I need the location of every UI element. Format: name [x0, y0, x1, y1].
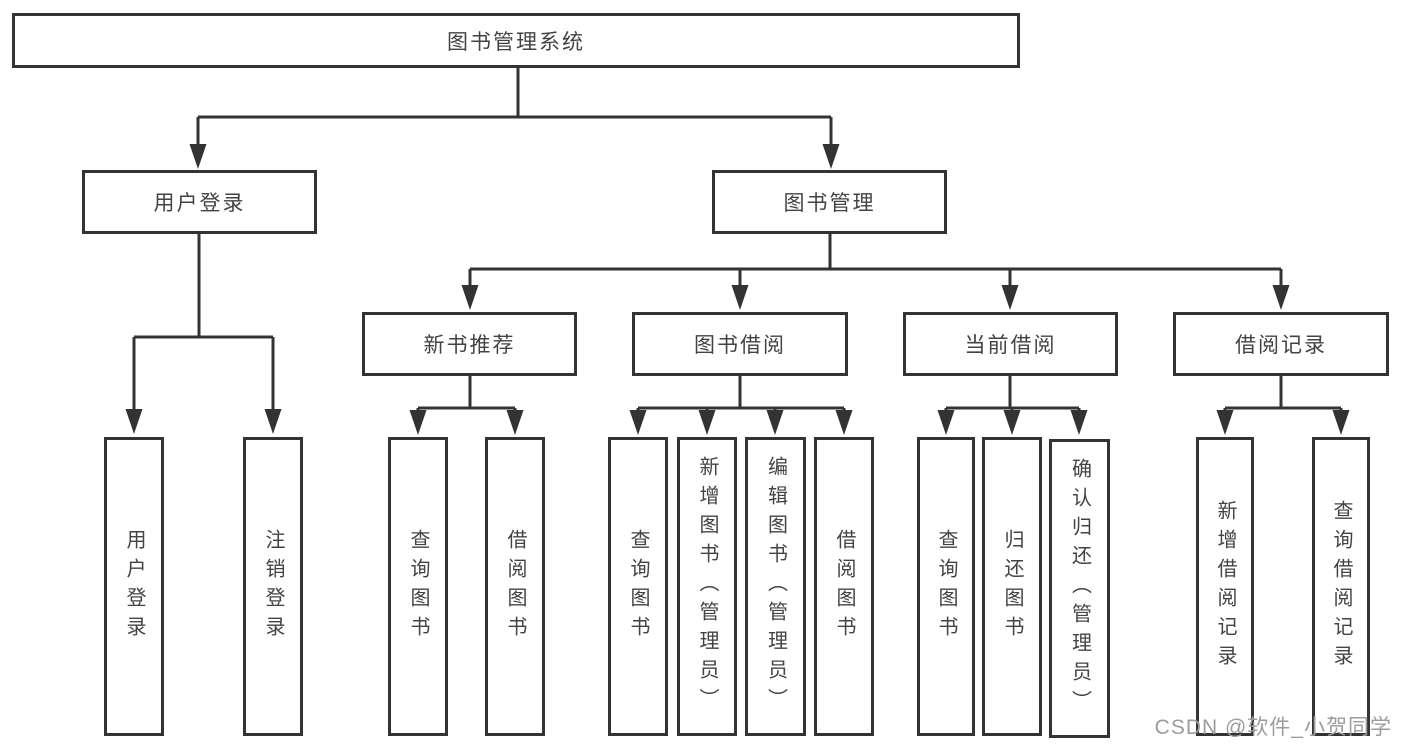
node-book-management: 图书管理 [712, 170, 947, 234]
node-system-root-label: 图书管理系统 [447, 30, 585, 54]
node-system-root: 图书管理系统 [12, 13, 1020, 68]
csdn-watermark: CSDN @软件_小贺同学 [1154, 716, 1392, 739]
leaf-query-books-borrow-label: 查询图书 [627, 528, 649, 645]
node-user-login-label: 用户登录 [153, 192, 246, 215]
node-borrow-records: 借阅记录 [1173, 312, 1389, 376]
leaf-query-books-recommend: 查询图书 [388, 437, 448, 736]
leaf-borrow-books-label: 借阅图书 [833, 528, 855, 645]
leaf-logout: 注销登录 [243, 437, 303, 736]
node-new-book-recommend: 新书推荐 [362, 312, 577, 376]
leaf-edit-book-admin-label: 编辑图书（管理员） [764, 456, 787, 717]
leaf-borrow-books-recommend: 借阅图书 [485, 437, 545, 736]
node-current-borrow: 当前借阅 [903, 312, 1118, 376]
leaf-query-books-current: 查询图书 [917, 437, 975, 736]
leaf-confirm-return-admin: 确认归还（管理员） [1049, 439, 1110, 738]
leaf-query-borrow-record-label: 查询借阅记录 [1330, 499, 1352, 674]
leaf-query-borrow-record: 查询借阅记录 [1312, 437, 1370, 736]
leaf-user-login-label: 用户登录 [123, 528, 145, 645]
leaf-edit-book-admin: 编辑图书（管理员） [745, 437, 806, 736]
leaf-query-books-recommend-label: 查询图书 [407, 528, 429, 645]
node-book-borrow-label: 图书借阅 [694, 334, 786, 357]
leaf-query-books-current-label: 查询图书 [935, 528, 957, 645]
node-user-login: 用户登录 [82, 170, 317, 234]
node-current-borrow-label: 当前借阅 [964, 334, 1057, 357]
node-new-book-recommend-label: 新书推荐 [423, 334, 516, 357]
leaf-add-book-admin-label: 新增图书（管理员） [696, 456, 718, 717]
leaf-add-book-admin: 新增图书（管理员） [677, 437, 737, 736]
leaf-borrow-books-recommend-label: 借阅图书 [504, 528, 526, 645]
leaf-return-book: 归还图书 [982, 437, 1042, 736]
leaf-logout-label: 注销登录 [262, 528, 284, 645]
leaf-borrow-books: 借阅图书 [814, 437, 874, 736]
node-borrow-records-label: 借阅记录 [1235, 334, 1327, 357]
leaf-add-borrow-record: 新增借阅记录 [1196, 437, 1254, 736]
leaf-confirm-return-admin-label: 确认归还（管理员） [1068, 458, 1091, 719]
leaf-return-book-label: 归还图书 [1001, 528, 1023, 645]
leaf-query-books-borrow: 查询图书 [608, 437, 668, 736]
node-book-management-label: 图书管理 [783, 192, 876, 215]
node-book-borrow: 图书借阅 [632, 312, 848, 376]
leaf-user-login: 用户登录 [104, 437, 164, 736]
leaf-add-borrow-record-label: 新增借阅记录 [1214, 499, 1236, 674]
